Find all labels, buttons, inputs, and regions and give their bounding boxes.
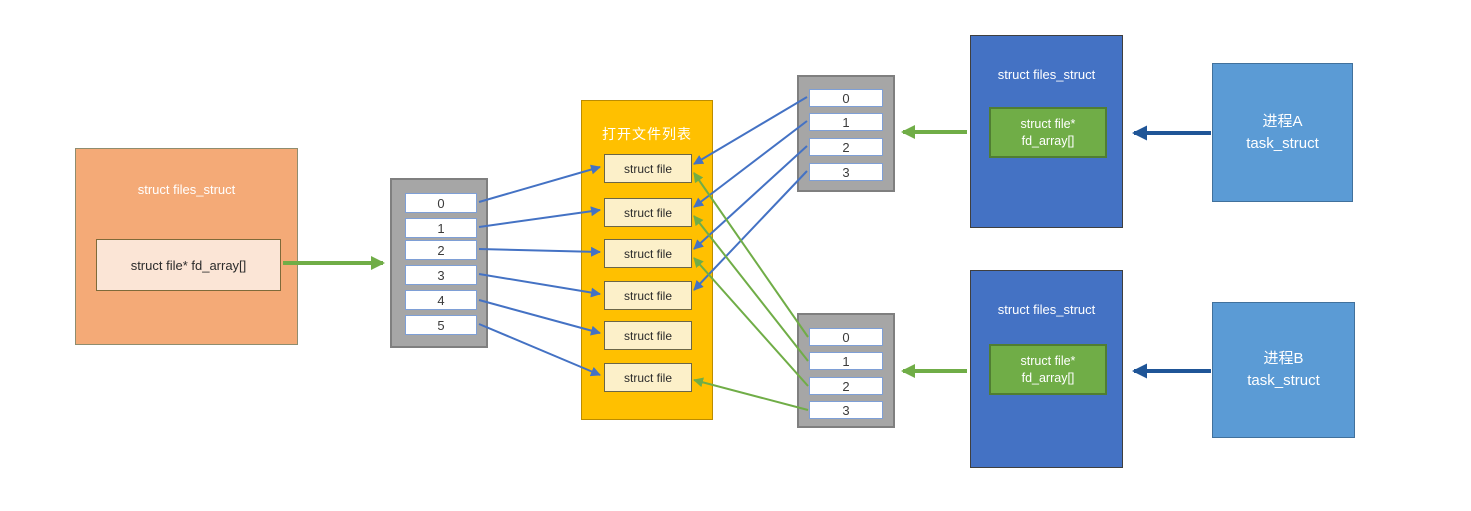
process-b-fd-cell-2: 2 (809, 377, 883, 395)
process-a-fd-cell-0: 0 (809, 89, 883, 107)
process-b-task-struct-label: task_struct (1247, 372, 1320, 389)
process-a-task-struct-box: 进程A task_struct (1212, 63, 1353, 202)
left-fd-cell-3: 3 (405, 265, 477, 285)
struct-file-box-0: struct file (604, 154, 692, 183)
process-a-fd-field-line2: fd_array[] (1021, 133, 1075, 148)
left-fd-cell-0: 0 (405, 193, 477, 213)
process-a-fd-field-line1: struct file* (1020, 117, 1076, 132)
process-b-fd-field-line2: fd_array[] (1021, 370, 1075, 385)
process-b-fd-cell-1: 1 (809, 352, 883, 370)
left-fd-array-field: struct file* fd_array[] (96, 239, 281, 291)
process-b-fd-array-table: 0 1 2 3 (797, 313, 895, 428)
process-a-files-struct-box: struct files_struct struct file* fd_arra… (970, 35, 1123, 228)
process-a-fd-cell-3: 3 (809, 163, 883, 181)
struct-file-box-5: struct file (604, 363, 692, 392)
process-a-files-struct-title: struct files_struct (997, 67, 1096, 82)
struct-file-box-2: struct file (604, 239, 692, 268)
process-b-fd-cell-3: 3 (809, 401, 883, 419)
process-a-fd-cell-1: 1 (809, 113, 883, 131)
process-a-fd-array-table: 0 1 2 3 (797, 75, 895, 192)
process-b-fd-cell-0: 0 (809, 328, 883, 346)
left-fd-cell-2: 2 (405, 240, 477, 260)
left-fd-cell-1: 1 (405, 218, 477, 238)
left-files-struct-title: struct files_struct (137, 182, 236, 197)
process-b-task-struct-box: 进程B task_struct (1212, 302, 1355, 438)
process-b-files-struct-title: struct files_struct (997, 302, 1096, 317)
process-a-fd-array-field: struct file* fd_array[] (989, 107, 1107, 158)
struct-file-box-3: struct file (604, 281, 692, 310)
left-fd-cell-5: 5 (405, 315, 477, 335)
left-fd-array-table: 0 1 2 3 4 5 (390, 178, 488, 348)
process-a-fd-cell-2: 2 (809, 138, 883, 156)
left-files-struct-box: struct files_struct struct file* fd_arra… (75, 148, 298, 345)
process-a-name: 进程A (1262, 112, 1303, 130)
process-b-name: 进程B (1263, 350, 1304, 368)
open-file-list-box: 打开文件列表 struct file struct file struct fi… (581, 100, 713, 420)
struct-file-box-1: struct file (604, 198, 692, 227)
open-file-list-title: 打开文件列表 (602, 126, 692, 142)
process-b-files-struct-box: struct files_struct struct file* fd_arra… (970, 270, 1123, 468)
process-a-task-struct-label: task_struct (1246, 134, 1319, 152)
left-fd-cell-4: 4 (405, 290, 477, 310)
struct-file-box-4: struct file (604, 321, 692, 350)
process-b-fd-field-line1: struct file* (1020, 354, 1076, 369)
process-b-fd-array-field: struct file* fd_array[] (989, 344, 1107, 395)
